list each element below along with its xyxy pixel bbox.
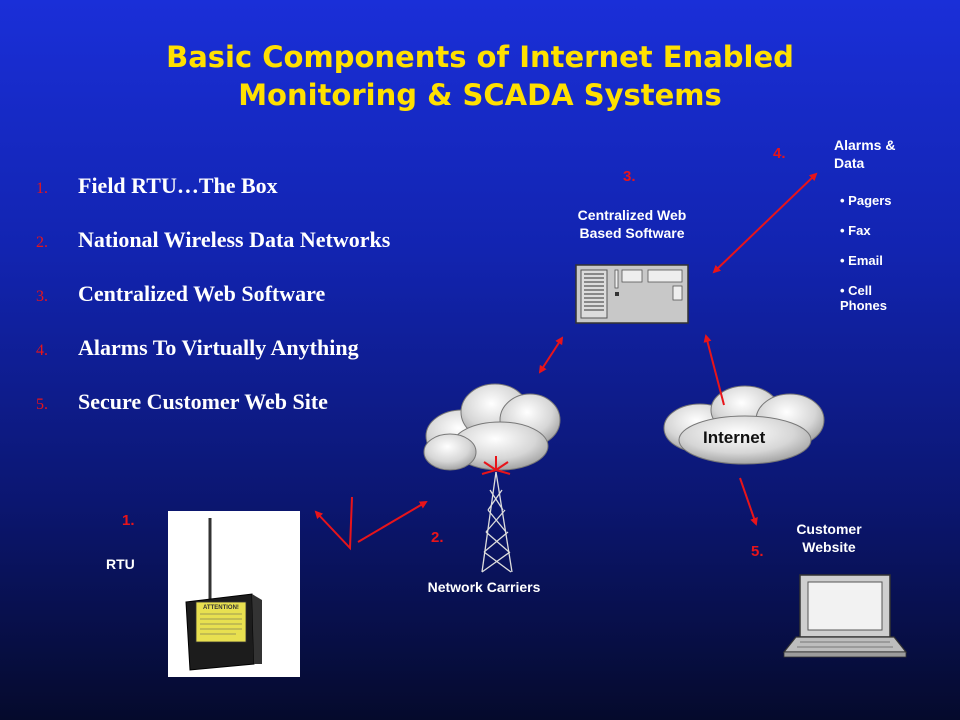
list-text: National Wireless Data Networks: [78, 227, 391, 252]
list-text: Secure Customer Web Site: [78, 389, 328, 414]
list-text: Field RTU…The Box: [78, 173, 278, 198]
software-number: 3.: [623, 168, 636, 185]
carriers-number: 2.: [431, 529, 444, 546]
alarms-label: Alarms & Data: [834, 136, 934, 172]
software-label-line-2: Based Software: [579, 225, 685, 241]
list-text: Alarms To Virtually Anything: [78, 335, 359, 360]
list-item: 3. Centralized Web Software: [36, 281, 390, 335]
cell-tower-icon: [481, 456, 513, 573]
software-to-alarms-arrow: [712, 172, 818, 274]
server-icon: [575, 264, 689, 324]
website-label: Customer Website: [784, 520, 874, 556]
network-to-software-arrow: [538, 336, 564, 374]
software-label: Centralized Web Based Software: [548, 206, 716, 242]
alarm-targets-list: • Pagers • Fax • Email • Cell Phones: [840, 193, 920, 328]
internet-to-software-arrow: [703, 334, 725, 406]
rtu-device-icon: ATTENTION!: [185, 518, 262, 671]
page-title: Basic Components of Internet Enabled Mon…: [0, 38, 960, 114]
rtu-sticker-text: ATTENTION!: [203, 605, 239, 611]
alarms-number: 4.: [773, 145, 786, 162]
software-label-line-1: Centralized Web: [577, 207, 687, 223]
internet-cloud-icon: [663, 385, 825, 465]
list-number: 4.: [36, 342, 48, 359]
list-item: 1. Field RTU…The Box: [36, 173, 390, 227]
rtu-label: RTU: [106, 556, 135, 572]
list-item: • Cell Phones: [840, 283, 887, 313]
alarms-label-line-1: Alarms &: [834, 137, 896, 153]
list-item: • Fax: [840, 223, 871, 238]
rtu-wireless-link: [314, 496, 353, 551]
list-number: 3.: [36, 288, 48, 305]
list-item: 5. Secure Customer Web Site: [36, 389, 390, 443]
internet-to-website-arrow: [739, 477, 758, 526]
carriers-label: Network Carriers: [427, 579, 541, 595]
website-label-line-1: Customer: [796, 521, 862, 537]
alarms-label-line-2: Data: [834, 155, 865, 171]
list-number: 5.: [36, 396, 48, 413]
list-item: • Email: [840, 253, 883, 268]
title-line-2: Monitoring & SCADA Systems: [238, 78, 722, 112]
list-number: 1.: [36, 180, 48, 197]
list-item: 4. Alarms To Virtually Anything: [36, 335, 390, 389]
title-line-1: Basic Components of Internet Enabled: [166, 40, 794, 74]
laptop-icon: [782, 574, 908, 658]
website-label-line-2: Website: [802, 539, 856, 555]
component-list: 1. Field RTU…The Box 2. National Wireless …: [36, 173, 390, 443]
rtu-to-network-arrow: [357, 500, 428, 543]
website-number: 5.: [751, 543, 764, 560]
network-cloud-icon: [423, 383, 561, 471]
connection-arrows: [314, 172, 818, 551]
list-item: • Pagers: [840, 193, 892, 208]
list-item: 2. National Wireless Data Networks: [36, 227, 390, 281]
internet-label: Internet: [703, 428, 766, 447]
list-number: 2.: [36, 234, 48, 251]
rtu-number: 1.: [122, 512, 135, 529]
list-text: Centralized Web Software: [78, 281, 326, 306]
